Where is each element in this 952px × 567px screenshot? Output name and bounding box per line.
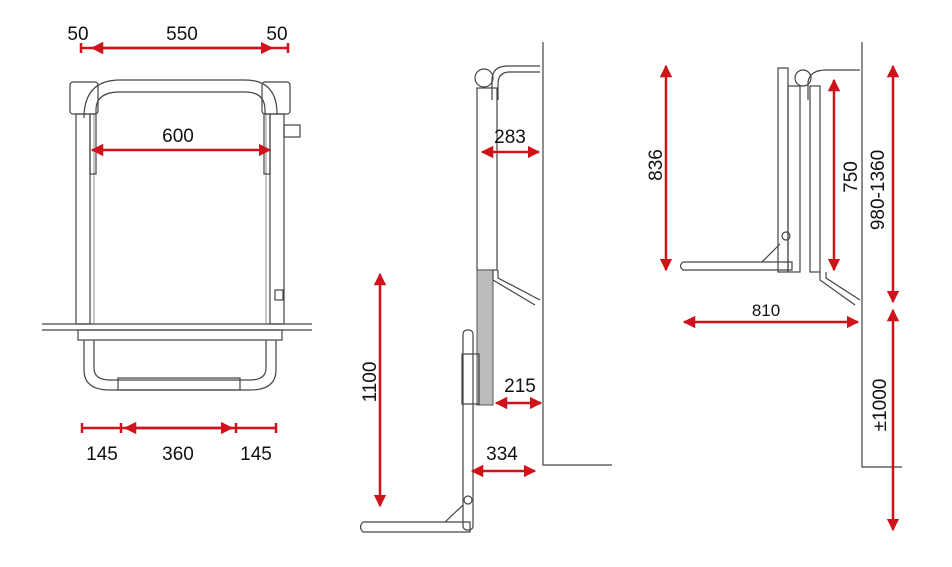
dim-height-750: 750 xyxy=(841,161,862,193)
dim-top-width: 550 xyxy=(166,24,198,45)
dim-810: 810 xyxy=(682,301,860,329)
dim-depth-334: 334 xyxy=(486,444,518,465)
dim-836: 836 xyxy=(646,64,673,272)
dim-283: 283 xyxy=(480,127,541,159)
dim-215: 215 xyxy=(494,376,543,410)
wall-lowered xyxy=(542,42,612,466)
dim-bottom-center: 360 xyxy=(162,444,194,465)
dim-750: 750 xyxy=(827,78,862,272)
side-view-raised: 836 750 980-1360 ±1000 810 xyxy=(646,42,902,532)
dim-travel-1000: ±1000 xyxy=(870,379,891,432)
dim-334: 334 xyxy=(470,444,537,478)
dim-travel: ±1000 xyxy=(870,308,900,532)
dim-top: 50 550 50 xyxy=(67,24,290,55)
dim-bottom-left: 145 xyxy=(86,444,118,465)
dim-inner-width: 600 xyxy=(162,126,194,147)
dim-mount-height: 980-1360 xyxy=(868,150,889,230)
dim-depth-283: 283 xyxy=(494,127,526,148)
side-view-lowered: 1100 283 215 334 xyxy=(359,42,612,533)
dim-980-1360: 980-1360 xyxy=(868,64,900,304)
lift-lowered xyxy=(359,65,541,533)
dim-bottom-right: 145 xyxy=(240,444,272,465)
dim-reach-810: 810 xyxy=(752,301,780,320)
dim-right-margin: 50 xyxy=(266,24,287,45)
dim-depth-215: 215 xyxy=(504,376,536,397)
dim-1100: 1100 xyxy=(360,272,387,508)
front-view: 50 550 50 600 145 360 145 xyxy=(42,24,312,465)
dim-left-margin: 50 xyxy=(67,24,88,45)
dim-height-1100: 1100 xyxy=(360,362,381,403)
dim-inner: 600 xyxy=(90,126,272,157)
dim-height-836: 836 xyxy=(646,149,667,181)
lift-raised xyxy=(679,67,861,306)
dim-bottom: 145 360 145 xyxy=(80,421,278,465)
